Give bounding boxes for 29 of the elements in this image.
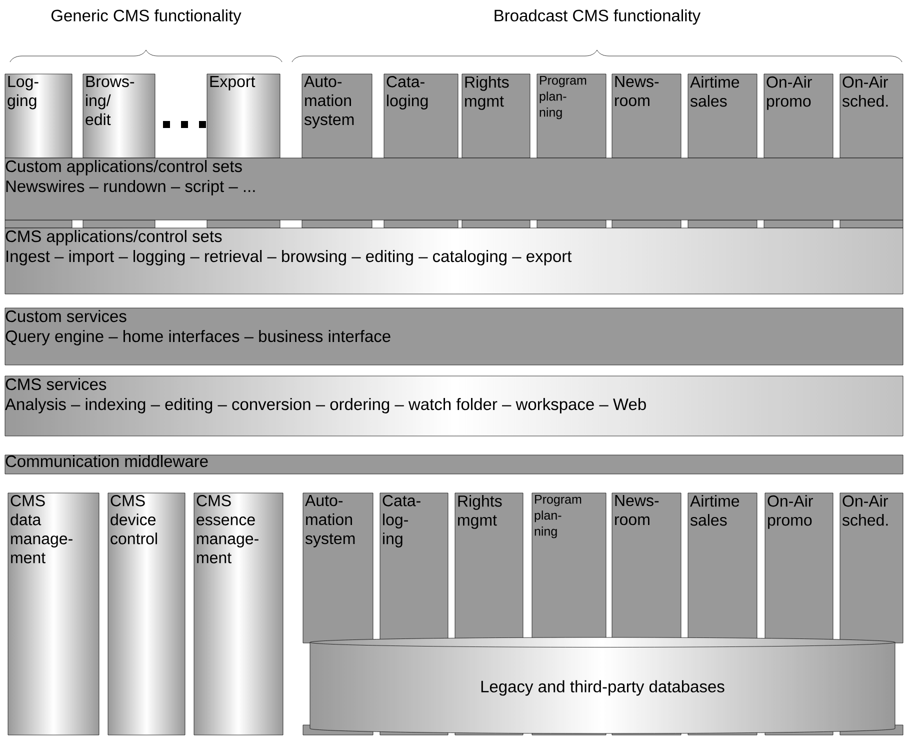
layer-band: Custom services Query engine – home interfaces – business interface (4, 308, 904, 366)
column-box: CMS device control (108, 492, 186, 736)
layer-strip: Communication middleware (4, 454, 904, 474)
column-box: News- room (612, 492, 682, 644)
column-box: CMS essence manage- ment (194, 492, 284, 736)
column-box: CMS data manage- ment (8, 492, 100, 736)
layer-band: CMS applications/control sets Ingest – import – logging – retrieval – browsing – editing – cataloging – export (4, 228, 904, 294)
column-box: On-Air promo (764, 492, 834, 644)
column-box: On-Air sched. (840, 492, 904, 644)
column-box: Program plan- ning (532, 492, 606, 644)
column-box: Cata- loging (384, 74, 458, 158)
column-box: Airtime sales (688, 74, 758, 158)
column-box: On-Air sched. (840, 74, 904, 158)
column-box: Auto- mation system (302, 74, 372, 158)
heading-label: Broadcast CMS functionality (494, 9, 701, 25)
column-box: Brows- ing/ edit (82, 74, 156, 158)
column-box: Rights mgmt (454, 492, 524, 644)
column-box: Auto- mation system (302, 492, 374, 644)
column-box: News- room (612, 74, 682, 158)
heading-label: Generic CMS functionality (51, 9, 242, 25)
column-box: Rights mgmt (462, 74, 530, 158)
layer-band: CMS services Analysis – indexing – editing – conversion – ordering – watch folder – workspace – Web (4, 376, 904, 436)
column-box: On-Air promo (764, 74, 834, 158)
database-cylinder: Legacy and third-party databases (310, 637, 896, 734)
column-box: Cata- log- ing (380, 492, 448, 644)
column-box: Airtime sales (688, 492, 758, 644)
column-box: Export (206, 74, 280, 158)
column-box: Log- ging (4, 74, 72, 158)
column-box: Program plan- ning (536, 74, 606, 158)
